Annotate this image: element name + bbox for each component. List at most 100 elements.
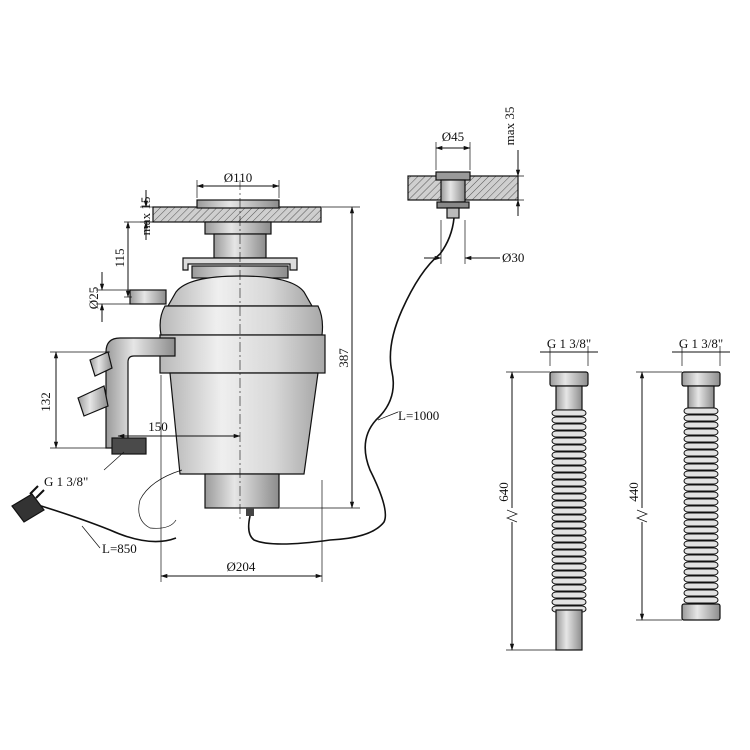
- hose-440: [681, 371, 721, 621]
- hose-ring: [551, 570, 587, 578]
- hose2-corrugation: [683, 407, 719, 604]
- hose-ring: [683, 414, 719, 422]
- label-hose2-thread: G 1 3/8": [679, 336, 723, 351]
- hose-ring: [683, 505, 719, 513]
- hose-ring: [683, 463, 719, 471]
- label-max-15: max 15: [138, 197, 153, 236]
- hose-ring: [551, 465, 587, 473]
- inner-cord: [138, 469, 183, 529]
- middle-housing: [159, 305, 324, 336]
- hose-ring: [683, 533, 719, 541]
- disposer-unit: [77, 180, 326, 529]
- label-outlet-offset: 150: [148, 419, 168, 434]
- hose-ring: [551, 416, 587, 424]
- label-hose1-length: 640: [496, 482, 511, 502]
- hose-640: [549, 371, 589, 651]
- hose-ring: [551, 584, 587, 592]
- hose-ring: [683, 449, 719, 457]
- label-hose2-length: 440: [626, 482, 641, 502]
- flange-ring: [196, 199, 280, 209]
- button-body: [440, 179, 466, 203]
- hose-ring: [551, 500, 587, 508]
- hose-ring: [683, 540, 719, 548]
- hose-ring: [551, 521, 587, 529]
- hose-ring: [551, 577, 587, 585]
- hose-ring: [683, 526, 719, 534]
- label-height-115: 115: [112, 248, 127, 267]
- inlet-fitting-2: [77, 385, 109, 417]
- label-outlet-thread: G 1 3/8": [44, 474, 88, 489]
- cord-grommet: [246, 508, 254, 516]
- dimension-lines: [50, 142, 730, 651]
- label-button-diameter: Ø45: [442, 129, 464, 144]
- hose-ring: [551, 409, 587, 417]
- button-cap: [435, 171, 471, 181]
- hose-ring: [551, 437, 587, 445]
- hose-ring: [683, 421, 719, 429]
- label-body-diameter: Ø204: [227, 559, 256, 574]
- button-nut: [436, 201, 470, 209]
- hose-ring: [683, 582, 719, 590]
- label-total-height: 387: [336, 348, 351, 368]
- hose-ring: [551, 507, 587, 515]
- label-cord-length: L=850: [102, 541, 137, 556]
- hose-ring: [551, 479, 587, 487]
- hose-ring: [683, 491, 719, 499]
- hose-ring: [551, 591, 587, 599]
- label-inlet-diameter: Ø25: [86, 287, 101, 309]
- hose-ring: [551, 535, 587, 543]
- hose-ring: [551, 549, 587, 557]
- hose-ring: [551, 493, 587, 501]
- hose-ring: [683, 484, 719, 492]
- air-switch-button: [407, 171, 519, 219]
- hose-ring: [683, 428, 719, 436]
- label-switch-cable-length: L=1000: [398, 408, 439, 423]
- dimension-labels: Ø110 max 15 115 Ø25 132 150 G 1 3/8" L=8…: [38, 107, 723, 574]
- hose-ring: [683, 596, 719, 604]
- mount-ring: [204, 221, 272, 235]
- hose-ring: [683, 442, 719, 450]
- hose-ring: [683, 554, 719, 562]
- label-outlet-height: 132: [38, 392, 53, 412]
- motor-band: [159, 334, 326, 374]
- hose-ring: [551, 423, 587, 431]
- hose-ring: [683, 435, 719, 443]
- hose1-tail: [555, 609, 583, 651]
- power-cord: [11, 485, 177, 543]
- hose-ring: [551, 514, 587, 522]
- hose-ring: [683, 456, 719, 464]
- hose-ring: [683, 477, 719, 485]
- dishwasher-inlet: [129, 289, 167, 305]
- hose-ring: [683, 568, 719, 576]
- hose-ring: [683, 547, 719, 555]
- sink-plate: [152, 206, 322, 223]
- label-flange-diameter: Ø110: [224, 170, 252, 185]
- hose1-nut: [549, 371, 589, 387]
- hose-ring: [683, 498, 719, 506]
- hose-ring: [551, 430, 587, 438]
- hose-ring: [551, 528, 587, 536]
- hose-ring: [551, 542, 587, 550]
- hose-ring: [683, 575, 719, 583]
- bottom-cap: [204, 473, 280, 509]
- hose-ring: [551, 458, 587, 466]
- inlet-fitting-1: [89, 351, 113, 377]
- hose-ring: [551, 556, 587, 564]
- mount-bracket: [182, 257, 298, 271]
- elbow-thread: [111, 437, 147, 455]
- hose2-bottom-nut: [681, 603, 721, 621]
- hose-ring: [683, 561, 719, 569]
- hose-ring: [551, 451, 587, 459]
- hose-ring: [551, 472, 587, 480]
- hose-ring: [683, 407, 719, 415]
- hose-ring: [683, 512, 719, 520]
- hose-ring: [683, 519, 719, 527]
- label-hose1-thread: G 1 3/8": [547, 336, 591, 351]
- hose-ring: [683, 589, 719, 597]
- hose-ring: [551, 563, 587, 571]
- hose-ring: [683, 470, 719, 478]
- hose-ring: [551, 444, 587, 452]
- switch-cable: [247, 217, 455, 545]
- hose2-nut: [681, 371, 721, 387]
